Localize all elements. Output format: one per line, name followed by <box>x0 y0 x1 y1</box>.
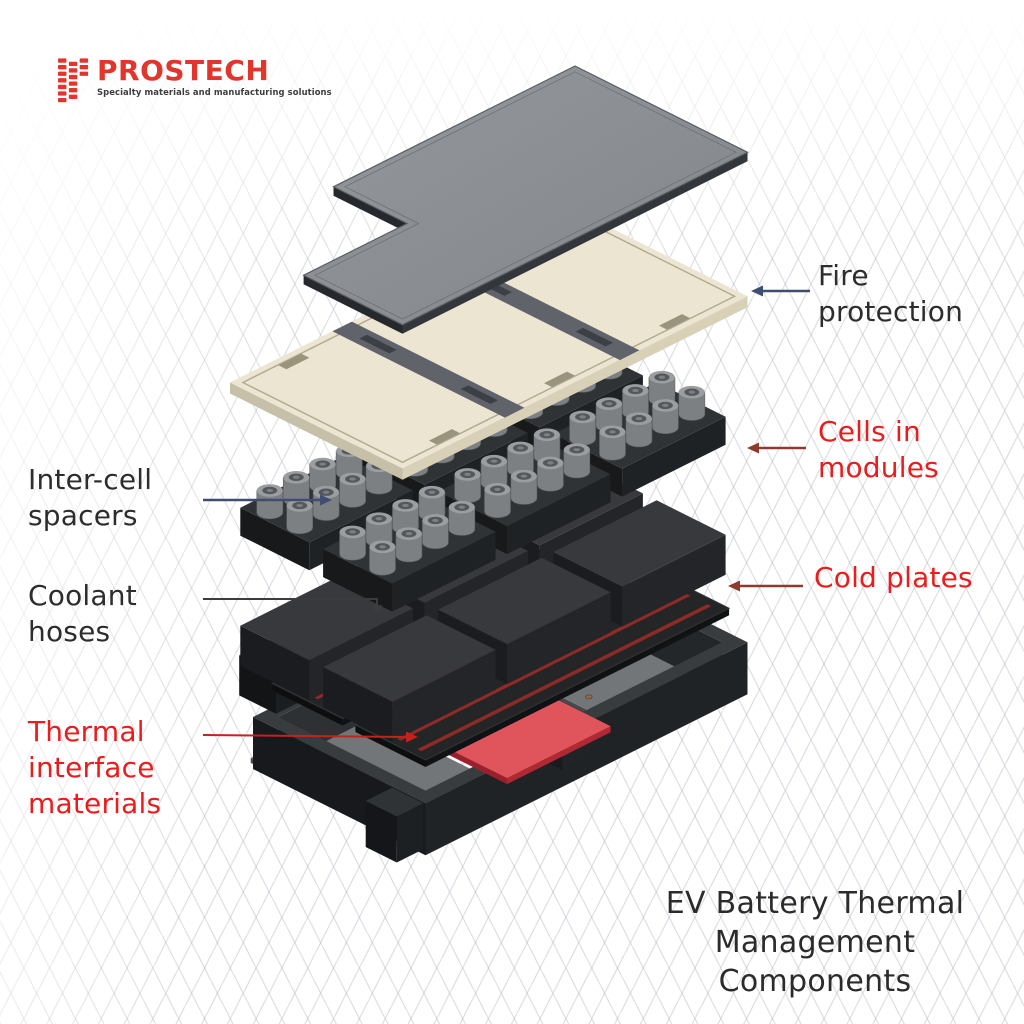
callout-thermal-interface-materials: Thermal interface materials <box>28 715 162 820</box>
top-cover <box>302 65 749 334</box>
callout-arrows <box>202 285 810 743</box>
prostech-logo: PROSTECH Specialty materials and manufac… <box>58 56 332 106</box>
coolant-hoses-arrow <box>203 598 382 615</box>
callout-cold-plates: Cold plates <box>814 561 973 594</box>
diagram-caption: EV Battery Thermal Management Components <box>665 886 965 999</box>
inter-cell-spacers-arrow <box>203 494 332 506</box>
thermal-interface-arrow <box>202 731 418 743</box>
brand-tagline: Specialty materials and manufacturing so… <box>97 87 332 98</box>
cold-plates-arrow <box>728 580 803 592</box>
cells-in-modules-arrow <box>747 442 806 454</box>
callout-cells-in-modules: Cells in modules <box>818 415 939 484</box>
prostech-logo-p-icon <box>58 58 89 103</box>
callout-coolant-hoses: Coolant hoses <box>28 579 137 648</box>
callout-inter-cell-spacers: Inter-cell spacers <box>28 463 153 532</box>
brand-name: PROSTECH <box>97 54 270 87</box>
fire-protection-layer <box>230 210 748 480</box>
fire-protection-arrow <box>751 285 810 297</box>
callout-fire-protection: Fire protection <box>818 259 964 328</box>
